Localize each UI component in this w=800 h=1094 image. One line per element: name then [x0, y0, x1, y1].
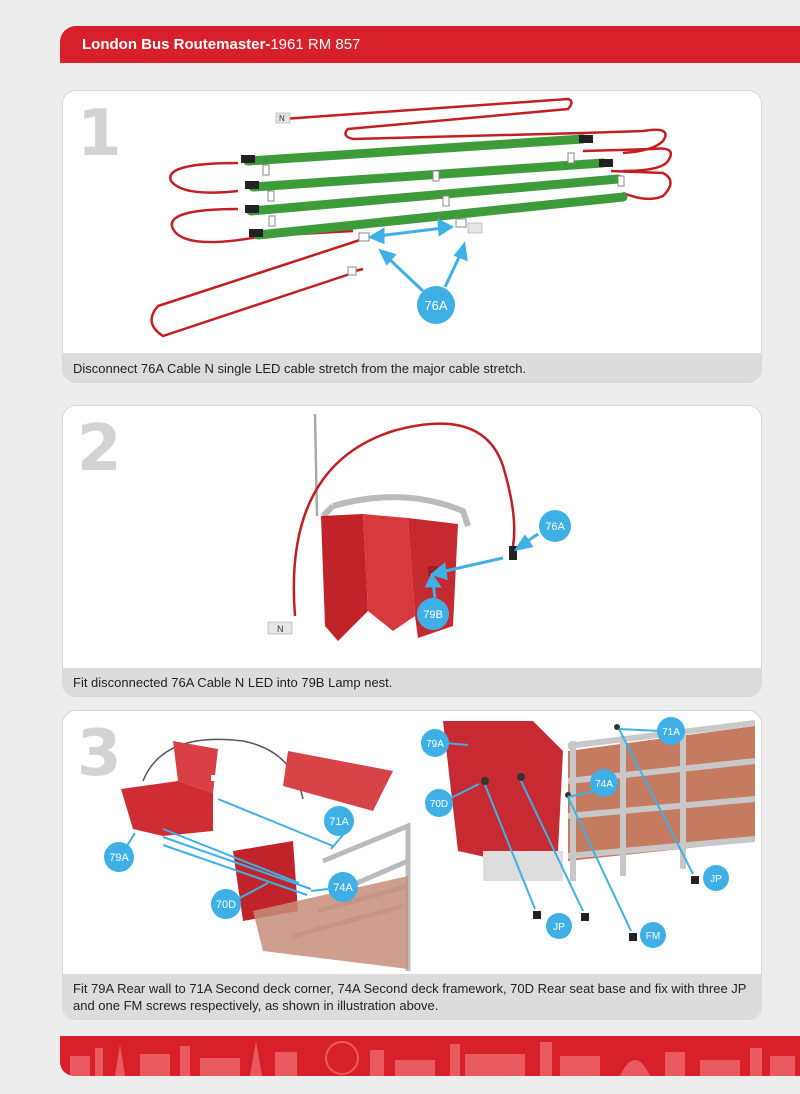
cable-tag-n: N: [277, 624, 284, 634]
callout-fm: FM: [646, 931, 660, 942]
step-2-caption: Fit disconnected 76A Cable N LED into 79…: [63, 668, 761, 697]
callout-jp-1: JP: [710, 874, 722, 885]
step-1-caption: Disconnect 76A Cable N single LED cable …: [63, 353, 761, 383]
step-number: 2: [77, 412, 122, 486]
callout-79b: 79B: [423, 609, 443, 621]
callout-70d-detail: 70D: [430, 799, 448, 810]
callout-76a: 76A: [424, 298, 447, 313]
header-title-bold: London Bus Routemaster-: [82, 36, 270, 53]
callout-70d: 70D: [216, 899, 236, 911]
callout-71a-detail: 71A: [662, 727, 680, 738]
step-1-panel: N 76A 1 Disconnect 76A Cable N single LE…: [62, 90, 762, 383]
page-margin: [0, 0, 60, 1094]
step-number: 3: [77, 717, 122, 791]
london-skyline-graphic: [60, 1036, 800, 1076]
step-number: 1: [77, 97, 122, 171]
step-1-illustration: N 76A: [63, 91, 762, 353]
left-assembly-view: 71A 74A 79A 70D: [104, 739, 408, 971]
right-detail-view: 79A 71A 74A 70D JP JP FM: [415, 717, 755, 948]
callout-79a: 79A: [109, 852, 129, 864]
step-3-illustration: 71A 74A 79A 70D: [63, 711, 762, 974]
step-3-caption: Fit 79A Rear wall to 71A Second deck cor…: [63, 974, 761, 1020]
step-2-illustration: N 76A 79B: [63, 406, 762, 668]
step-2-panel: N 76A 79B 2 Fit disconnected 76A Cable N…: [62, 405, 762, 697]
callout-74a: 74A: [333, 882, 353, 894]
footer-skyline-banner: [60, 1036, 800, 1076]
callout-jp-2: JP: [553, 922, 565, 933]
callout-74a-detail: 74A: [595, 779, 613, 790]
callout-79a-detail: 79A: [426, 739, 444, 750]
cable-tag-n: N: [279, 114, 285, 123]
header-title-model: 1961 RM 857: [270, 36, 360, 53]
step-3-panel: 71A 74A 79A 70D: [62, 710, 762, 1020]
callout-71a: 71A: [329, 816, 349, 828]
page-header: London Bus Routemaster- 1961 RM 857: [60, 26, 800, 63]
callout-76a: 76A: [545, 521, 565, 533]
